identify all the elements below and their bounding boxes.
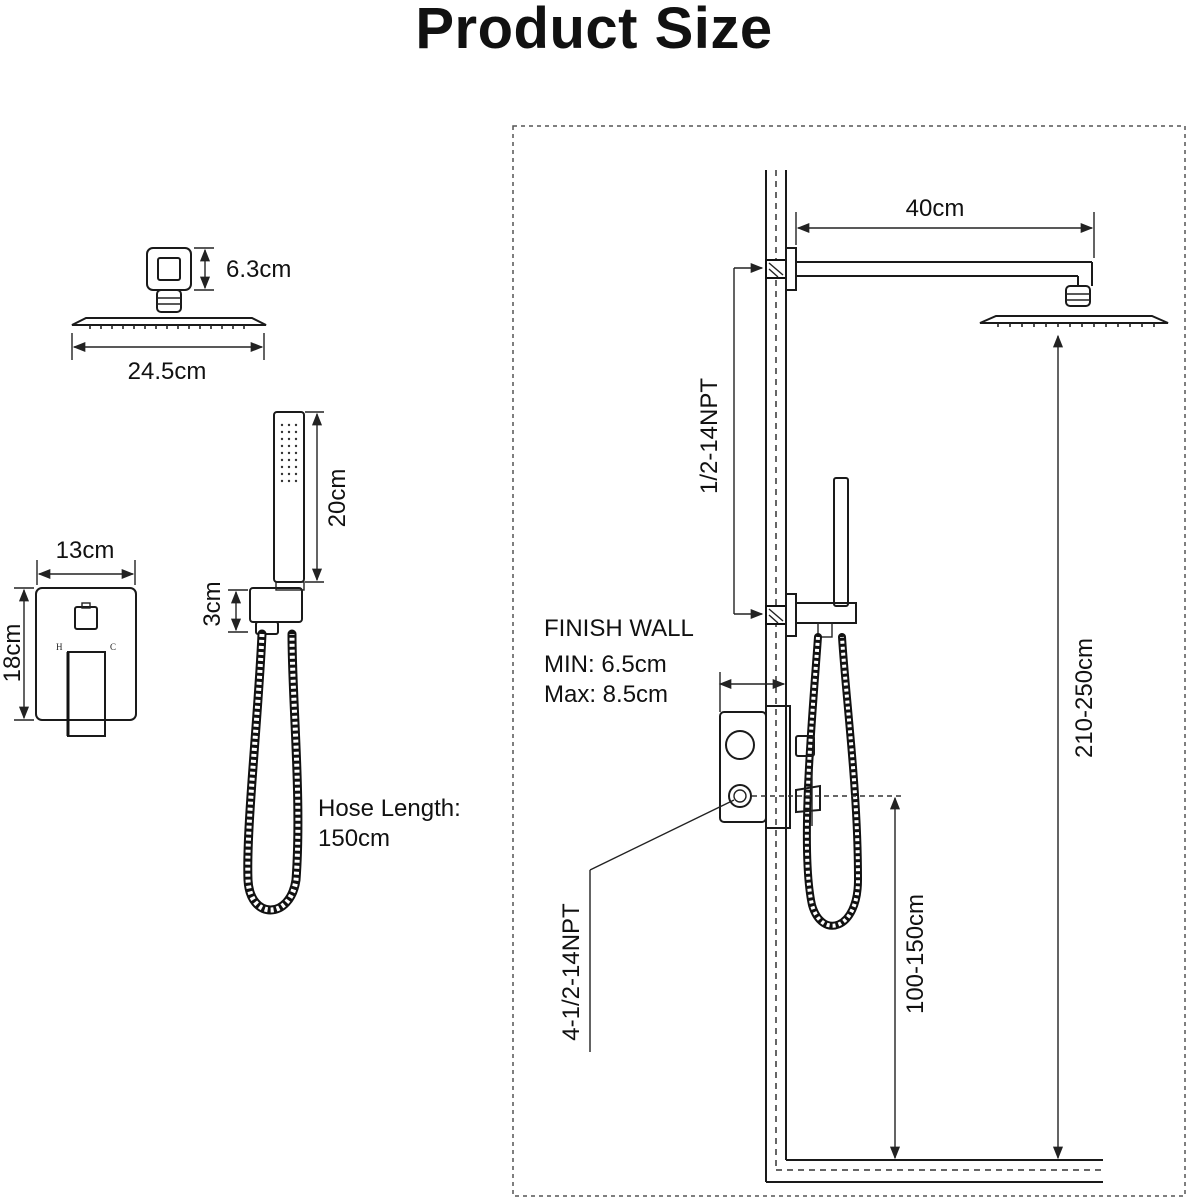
shower-head-width-label: 24.5cm (128, 358, 207, 385)
shower-head-wall-plate (146, 247, 192, 291)
valve-thread-leader (589, 799, 735, 871)
shower-head-height-label: 6.3cm (226, 256, 291, 283)
finish-wall-max-label: Max: 8.5cm (544, 681, 668, 708)
diverter-knob (74, 606, 98, 630)
shower-head-connector (157, 257, 181, 281)
hose-length-label: Hose Length: (318, 795, 461, 822)
thread-top-label: 1/2-14NPT (696, 378, 723, 494)
page-title: Product Size (415, 0, 773, 61)
installed-shower-head (979, 315, 1169, 324)
hand-shower-holder (249, 587, 303, 623)
holder-height-label: 3cm (199, 581, 226, 626)
valve-height-range-label: 100-150cm (902, 894, 929, 1014)
installed-hand-shower (833, 477, 849, 607)
valve-width-label: 13cm (56, 537, 115, 564)
valve-top-port (725, 730, 755, 760)
finish-wall-label: FINISH WALL (544, 615, 694, 642)
hand-shower-length-label: 20cm (324, 469, 351, 528)
shower-head-plate (71, 317, 267, 326)
shower-head-drawing (71, 247, 267, 360)
hand-shower-body (273, 411, 305, 583)
hand-shower-hose (243, 629, 303, 915)
valve-body (719, 711, 767, 823)
shower-head-nozzles (89, 325, 245, 329)
hose-length-value: 150cm (318, 825, 390, 852)
shower-head-ball-joint (156, 289, 182, 313)
arm-length-label: 40cm (906, 195, 965, 222)
valve-height-label: 18cm (0, 624, 26, 683)
valve-hot-label: H (56, 642, 63, 652)
hand-shower-spray-holes (280, 423, 298, 483)
hand-shower-drawing (228, 411, 324, 915)
valve-bottom-port (728, 784, 752, 808)
valve-trim-plate (35, 587, 137, 721)
finish-wall-min-label: MIN: 6.5cm (544, 651, 667, 678)
installed-holder-flange (785, 593, 797, 637)
installed-diverter (795, 735, 815, 757)
head-height-range-label: 210-250cm (1071, 638, 1098, 758)
installation-frame (512, 125, 1186, 1197)
valve-thread-label: 4-1/2-14NPT (558, 903, 585, 1041)
valve-handle (67, 651, 106, 737)
shower-arm-flange (785, 247, 797, 291)
valve-cold-label: C (110, 642, 116, 652)
hand-shower-hose-connector (255, 621, 279, 635)
valve-trim-drawing (14, 560, 137, 737)
installation-drawing (512, 125, 1186, 1197)
installed-shower-head-joint (1065, 285, 1091, 307)
